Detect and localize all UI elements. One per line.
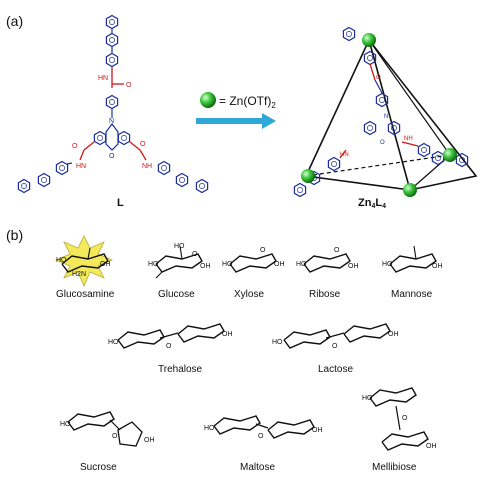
- cage-amide-nh: NH: [404, 136, 413, 142]
- sucrose-structure: [67, 411, 143, 447]
- glucose-ho: HO: [148, 261, 159, 268]
- xylose-oh: OH: [274, 261, 285, 268]
- mannose-structure: [389, 245, 437, 273]
- glucosamine-oh: OH: [100, 261, 111, 268]
- trehalose-o: O: [166, 343, 172, 350]
- mannose-oh: OH: [432, 263, 443, 270]
- panel-a-label: (a): [6, 13, 23, 29]
- xylose-ho: HO: [222, 261, 233, 268]
- glucose-ho-top: HO: [174, 243, 185, 250]
- amide-nh-right: NH: [142, 163, 152, 170]
- ribose-o: O: [334, 247, 340, 254]
- cage-core-n: N: [384, 114, 388, 120]
- panel-b-label: (b): [6, 227, 23, 243]
- glucose-o: O: [192, 251, 198, 258]
- sugar-label-xylose: Xylose: [234, 289, 264, 300]
- zn-node-right: [443, 148, 457, 162]
- ribose-structure: [303, 253, 351, 273]
- core-o: O: [109, 153, 115, 160]
- maltose-structure: [213, 415, 315, 439]
- cage-amide-hn: HN: [340, 152, 349, 158]
- sugar-label-glucose: Glucose: [158, 289, 195, 300]
- ribose-ho: HO: [296, 261, 307, 268]
- maltose-ho: HO: [204, 425, 215, 432]
- zn-node-bottom: [403, 183, 417, 197]
- sugar-label-mannose: Mannose: [391, 289, 433, 300]
- trehalose-oh: OH: [222, 331, 233, 338]
- sugar-label-lactose: Lactose: [318, 364, 353, 375]
- sugar-label-glucosamine: Glucosamine: [56, 289, 115, 300]
- glucosamine-ho: HO: [56, 257, 67, 264]
- cage-structure: O HN NH N O: [293, 26, 478, 198]
- sugar-label-sucrose: Sucrose: [80, 462, 117, 473]
- glucosamine-nh2: H2N: [72, 271, 86, 278]
- cage-amide-o: O: [376, 75, 381, 81]
- amide-o-top: O: [126, 82, 132, 89]
- ribose-oh: OH: [348, 263, 359, 270]
- xylose-structure: [229, 253, 277, 273]
- glucose-structure: [155, 245, 203, 279]
- sugar-label-trehalose: Trehalose: [158, 364, 203, 375]
- trehalose-ho: HO: [108, 339, 119, 346]
- amide-nh-top: HN: [98, 75, 108, 82]
- mannose-ho: HO: [382, 261, 393, 268]
- maltose-o: O: [258, 433, 264, 440]
- cage-core-o: O: [380, 140, 385, 146]
- lactose-oh: OH: [388, 331, 399, 338]
- cage-label: Zn4L4: [358, 197, 386, 210]
- sugar-label-ribose: Ribose: [309, 289, 341, 300]
- sugar-label-maltose: Maltose: [240, 462, 275, 473]
- glucosamine-highlight-star: [54, 235, 114, 288]
- ligand-label: L: [117, 197, 124, 209]
- zn-node-left: [301, 169, 315, 183]
- core-n: N: [109, 118, 114, 125]
- mellibiose-oh: OH: [426, 443, 437, 450]
- ligand-structure: HN O N O O HN O NH: [17, 14, 209, 194]
- mellibiose-structure: [369, 387, 429, 451]
- maltose-oh: OH: [312, 427, 323, 434]
- glucose-oh: OH: [200, 263, 211, 270]
- reaction-arrow: [196, 113, 276, 129]
- lactose-structure: [283, 323, 391, 349]
- sucrose-o: O: [112, 433, 118, 440]
- mellibiose-ho: HO: [362, 395, 373, 402]
- xylose-o: O: [260, 247, 266, 254]
- lactose-ho: HO: [272, 339, 283, 346]
- mellibiose-o: O: [402, 415, 408, 422]
- sugar-label-mellibiose: Mellibiose: [372, 462, 417, 473]
- glucosamine-structure: [61, 247, 109, 273]
- trehalose-structure: [117, 323, 225, 349]
- reagent-label: = Zn(OTf)2: [219, 94, 276, 110]
- amide-nh-left: HN: [76, 163, 86, 170]
- zn-ion-legend-icon: [200, 92, 216, 108]
- amide-o-right: O: [140, 141, 146, 148]
- amide-o-left: O: [72, 143, 78, 150]
- lactose-o: O: [332, 343, 338, 350]
- sucrose-ho: HO: [60, 421, 71, 428]
- sucrose-oh: OH: [144, 437, 155, 444]
- zn-node-top: [362, 33, 376, 47]
